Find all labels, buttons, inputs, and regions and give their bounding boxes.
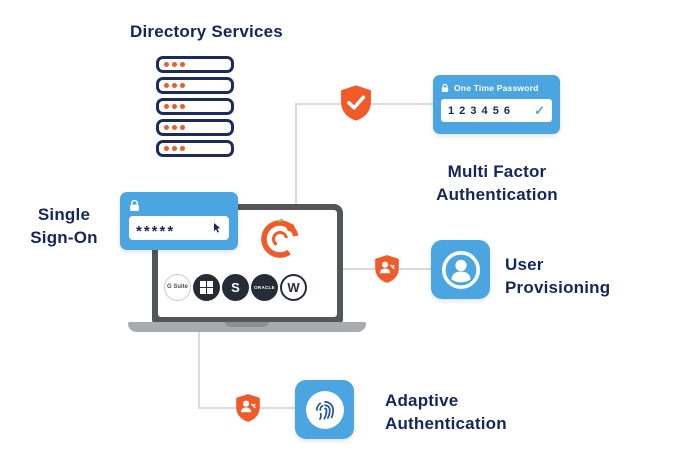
lock-icon	[441, 83, 449, 92]
cursor-icon	[214, 223, 221, 233]
otp-title: One Time Password	[454, 83, 539, 93]
led-dot	[172, 125, 177, 130]
led-dot	[180, 62, 185, 67]
otp-code-text: 1 2 3 4 5 6	[448, 104, 511, 117]
password-field[interactable]: *****	[129, 216, 229, 240]
oracle-app-label: ORACLE	[254, 285, 275, 290]
otp-card: One Time Password 1 2 3 4 5 6 ✓	[433, 75, 560, 134]
shield-check-icon	[339, 84, 373, 122]
shopify-app-icon[interactable]: S	[222, 274, 249, 301]
led-dot	[164, 104, 169, 109]
mfa-label-line2: Authentication	[436, 185, 558, 204]
led-dot	[164, 146, 169, 151]
check-icon: ✓	[534, 102, 545, 118]
led-dot	[180, 146, 185, 151]
single-sign-on-label-line2: Sign-On	[30, 228, 98, 247]
led-dot	[180, 104, 185, 109]
lock-icon	[130, 199, 139, 211]
user-provisioning-tile	[431, 240, 490, 299]
server-rack-row	[156, 119, 234, 136]
adaptive-authentication-label-line2: Authentication	[385, 414, 507, 433]
sso-password-card: *****	[120, 192, 238, 250]
user-icon	[441, 250, 480, 289]
server-rack-row	[156, 98, 234, 115]
server-rack-row	[156, 140, 234, 157]
led-dot	[172, 146, 177, 151]
miniorange-logo-icon	[261, 218, 299, 258]
user-provisioning-label: User Provisioning	[505, 253, 610, 299]
directory-server-icon	[156, 56, 234, 157]
wordpress-app-label: W	[287, 280, 300, 295]
led-dot	[164, 83, 169, 88]
server-rack-row	[156, 56, 234, 73]
fingerprint-disc	[305, 390, 344, 429]
led-dot	[172, 62, 177, 67]
shopify-app-label: S	[231, 280, 240, 295]
gsuite-app-icon[interactable]: G Suite	[164, 274, 191, 301]
led-dot	[172, 104, 177, 109]
microsoft-app-icon[interactable]	[193, 274, 220, 301]
connector-laptop-to-mfa-vertical	[295, 103, 297, 207]
oracle-app-icon[interactable]: ORACLE	[251, 274, 278, 301]
connector-laptop-to-adaptive-vertical	[198, 330, 200, 409]
otp-header: One Time Password	[441, 83, 552, 93]
user-provisioning-label-line2: Provisioning	[505, 278, 611, 297]
microsoft-grid-glyph	[199, 280, 214, 295]
user-provisioning-label-line1: User	[505, 255, 544, 274]
single-sign-on-label: Single Sign-On	[18, 203, 110, 249]
otp-code-field[interactable]: 1 2 3 4 5 6 ✓	[441, 99, 552, 122]
directory-services-label: Directory Services	[130, 22, 283, 41]
led-dot	[172, 83, 177, 88]
server-rack-row	[156, 77, 234, 94]
single-sign-on-label-line1: Single	[37, 205, 91, 224]
adaptive-authentication-label-line1: Adaptive	[385, 391, 459, 410]
led-dot	[180, 83, 185, 88]
fingerprint-icon	[315, 400, 334, 420]
laptop-base	[128, 322, 366, 332]
mfa-label-line1: Multi Factor	[447, 162, 547, 181]
led-dot	[164, 125, 169, 130]
wordpress-app-icon[interactable]: W	[280, 274, 307, 301]
led-dot	[164, 62, 169, 67]
adaptive-authentication-tile	[295, 380, 354, 439]
adaptive-authentication-label: Adaptive Authentication	[385, 389, 507, 435]
app-icon-row: G Suite S ORACLE W	[164, 274, 307, 301]
masked-password-text: *****	[136, 222, 176, 240]
gsuite-app-label: G Suite	[166, 284, 188, 290]
led-dot	[180, 125, 185, 130]
laptop-notch	[225, 322, 269, 327]
shield-user-key-icon	[235, 393, 261, 423]
mfa-label: Multi Factor Authentication	[407, 160, 587, 206]
shield-user-key-icon	[374, 254, 400, 284]
